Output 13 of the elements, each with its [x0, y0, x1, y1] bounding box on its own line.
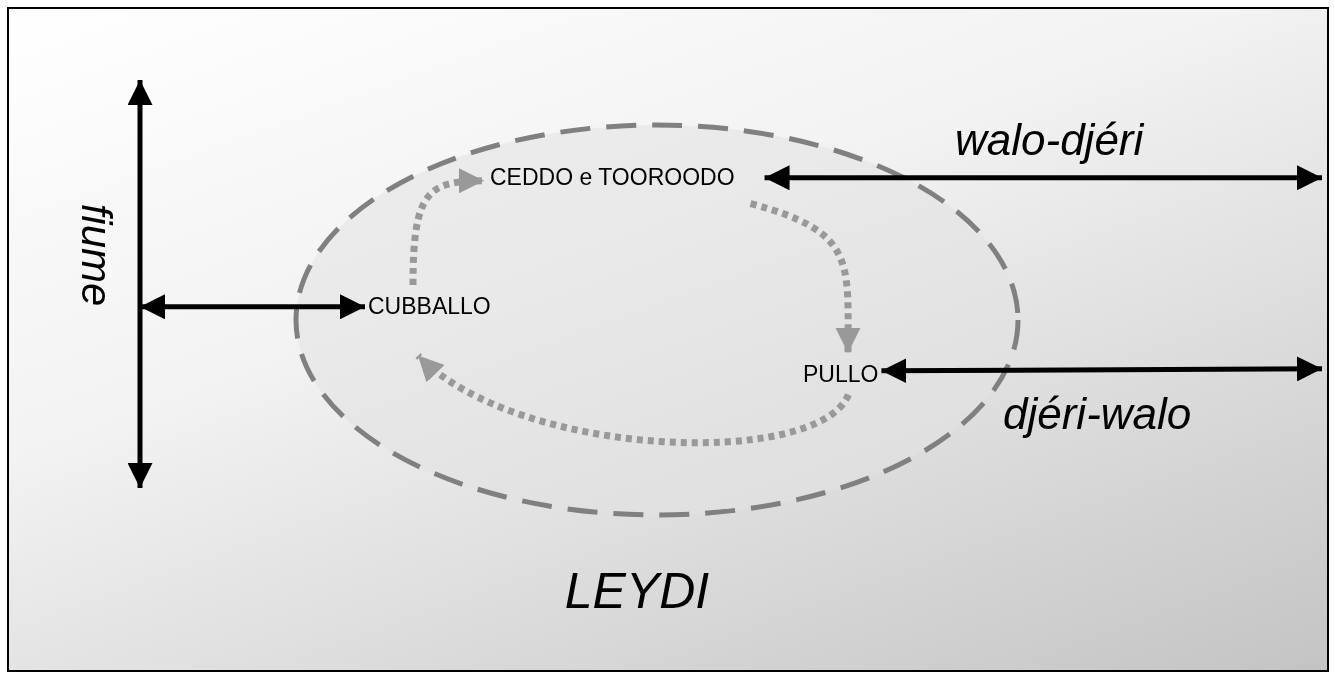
double-arrow: [881, 356, 1322, 384]
dotted-arrow: [749, 200, 861, 353]
edge-label: djéri-walo: [1003, 392, 1192, 436]
edge-label: walo-djéri: [955, 118, 1144, 162]
group-label: CEDDO e TOOROODO: [490, 164, 735, 192]
river-label: fiume: [75, 203, 118, 307]
dotted-arrow: [415, 352, 852, 447]
double-arrow: [140, 294, 365, 320]
group-label: CUBBALLO: [368, 293, 491, 321]
region-title: LEYDI: [563, 562, 711, 620]
dotted-arrow: [409, 168, 485, 286]
double-arrow: [764, 165, 1322, 191]
group-label: PULLO: [803, 361, 879, 389]
